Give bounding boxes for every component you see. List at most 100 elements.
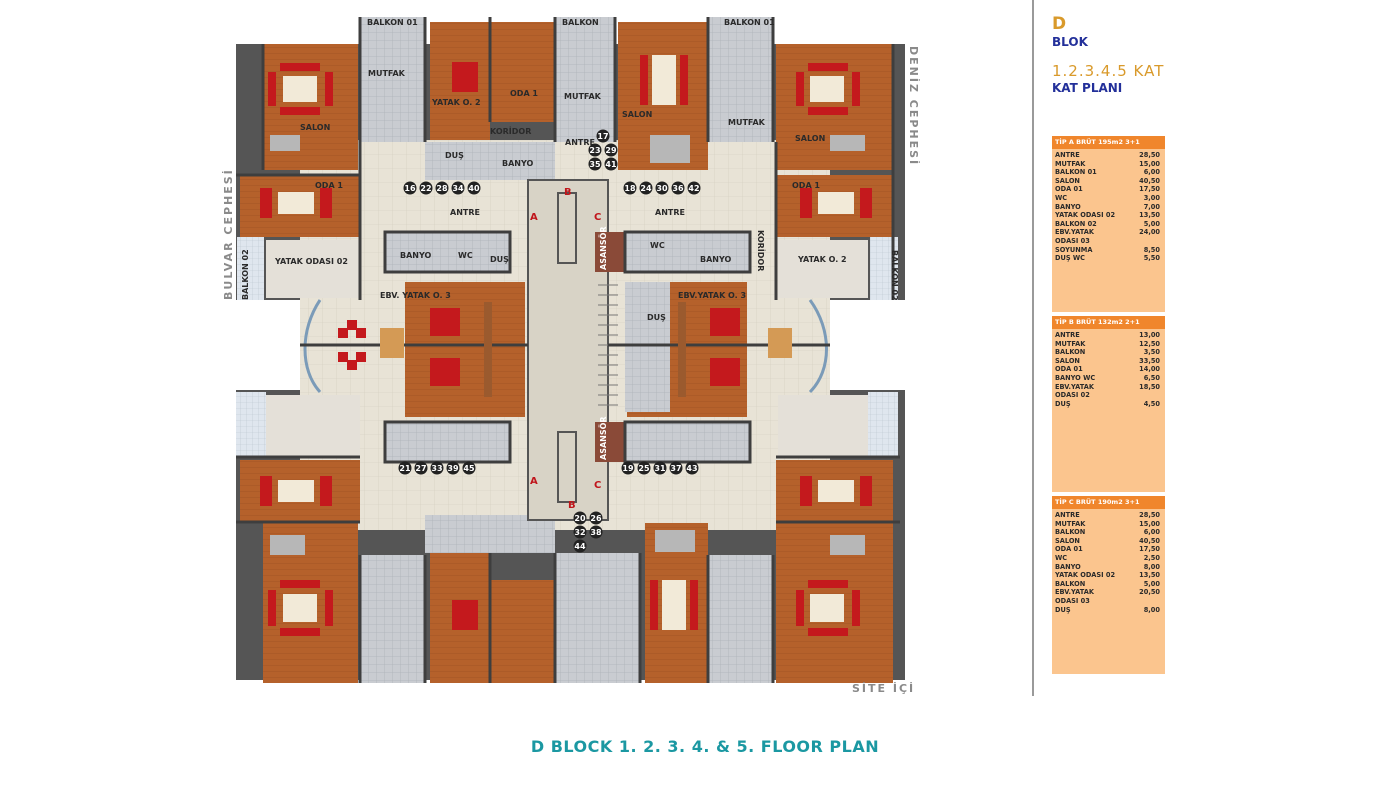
label-banyo-n: BANYO: [502, 159, 533, 168]
tip-row: ODASI 03: [1052, 237, 1165, 246]
door-number: 35: [589, 160, 601, 169]
door-number-badge: [419, 181, 433, 195]
label-salon-nw: SALON: [300, 123, 330, 132]
tip-room-name: ODASI 03: [1055, 236, 1090, 245]
label-banyo-w: BANYO: [400, 251, 431, 260]
door-number: 23: [589, 146, 600, 155]
door-number: 24: [640, 184, 652, 193]
tip-room-name: BALKON 01: [1055, 168, 1097, 177]
label-antre-e: ANTRE: [655, 208, 685, 217]
tip-room-name: SOYUNMA: [1055, 245, 1093, 254]
tip-row: BALKON 3,50: [1052, 348, 1165, 357]
tip-room-area: 15,00: [1139, 519, 1160, 528]
tip-room-name: EBV.YATAK: [1055, 228, 1094, 237]
door-number-badge: [671, 181, 685, 195]
label-oda1-e: ODA 1: [792, 181, 820, 190]
door-number-badge: [604, 157, 618, 171]
door-number: 42: [688, 184, 699, 193]
tip-room-name: BALKON: [1055, 348, 1086, 357]
stair-letter-c-bottom: C: [594, 480, 601, 491]
label-antre-w: ANTRE: [450, 208, 480, 217]
tip-room-area: 5,00: [1143, 219, 1160, 228]
door-number: 20: [574, 514, 586, 523]
door-number-badge: [655, 181, 669, 195]
elevator-bottom: [595, 422, 625, 462]
door-number-badge: [589, 511, 603, 525]
door-number: 27: [415, 464, 426, 473]
tip-room-name: ODA 01: [1055, 545, 1083, 554]
tiled-rooms: [360, 17, 773, 683]
label-asansor-bottom: ASANSÖR: [598, 416, 608, 460]
tip-room-name: EBV.YATAK: [1055, 588, 1094, 597]
door-number-badge: [435, 181, 449, 195]
room-labels: BALKON 01 BALKON BALKON 01 MUTFAK MUTFAK…: [241, 18, 899, 460]
door-number-badge: [623, 181, 637, 195]
tip-room-area: 17,50: [1139, 545, 1160, 554]
label-wc-w: WC: [458, 251, 473, 260]
tip-room-area: 13,00: [1139, 331, 1160, 339]
label-asansor-top: ASANSÖR: [598, 226, 608, 270]
tip-room-name: ODASI 02: [1055, 391, 1090, 400]
door-number: 32: [574, 528, 585, 537]
facade-west-label: BULVAR CEPHESİ: [221, 168, 235, 300]
tip-room-area: 33,50: [1139, 356, 1160, 365]
door-number: 41: [605, 160, 617, 169]
door-number: 31: [654, 464, 666, 473]
tip-room-area: 6,50: [1143, 373, 1160, 382]
tip-room-area: 3,00: [1143, 193, 1160, 202]
tip-room-name: MUTFAK: [1055, 519, 1086, 528]
tip-room-name: ODASI 03: [1055, 596, 1090, 605]
balconies: [236, 237, 898, 457]
label-dus-e: DUŞ: [647, 313, 666, 322]
label-mutfak-nw: MUTFAK: [368, 69, 406, 78]
stair-letter-b-top: B: [564, 187, 572, 198]
tip-room-name: ODA 01: [1055, 185, 1083, 194]
tip-room-area: 13,50: [1139, 211, 1160, 220]
label-salon-n: SALON: [622, 110, 652, 119]
tip-room-area: 6,00: [1143, 528, 1160, 537]
tip-room-name: ANTRE: [1055, 511, 1080, 519]
door-number-badge: [637, 461, 651, 475]
label-ebv-e: EBV.YATAK O. 3: [678, 291, 746, 300]
door-number: 19: [622, 464, 634, 473]
label-mutfak-ne: MUTFAK: [728, 118, 766, 127]
tip-room-name: ODA 01: [1055, 365, 1083, 374]
door-number: 34: [452, 184, 464, 193]
floor-plan-drawing: BALKON 01 BALKON BALKON 01 MUTFAK MUTFAK…: [221, 17, 921, 695]
tip-room-area: 2,50: [1143, 553, 1160, 562]
tip-room-area: 24,00: [1139, 228, 1160, 237]
door-number: 44: [574, 542, 586, 551]
door-number-badge: [604, 143, 618, 157]
stair-letter-a-top: A: [530, 212, 538, 223]
door-number: 21: [399, 464, 411, 473]
tip-room-area: 4,50: [1143, 399, 1160, 408]
door-number-badge: [588, 157, 602, 171]
tip-room-area: 3,50: [1143, 348, 1160, 357]
tip-room-name: WC: [1055, 553, 1068, 562]
label-koridor-n: KORİDOR: [490, 126, 531, 136]
tip-room-area: 15,00: [1139, 159, 1160, 168]
door-number-badge: [589, 525, 603, 539]
elevator-top: [595, 232, 625, 272]
door-number-badge: [414, 461, 428, 475]
tip-room-name: BANYO WC: [1055, 373, 1096, 382]
tip-room-name: YATAK ODASI 02: [1055, 211, 1116, 220]
label-dus-w: DUŞ: [490, 255, 509, 264]
tip-room-name: BALKON: [1055, 579, 1086, 588]
door-number-badge: [653, 461, 667, 475]
tip-room-area: 8,50: [1143, 245, 1160, 254]
stair-core: [527, 179, 609, 521]
